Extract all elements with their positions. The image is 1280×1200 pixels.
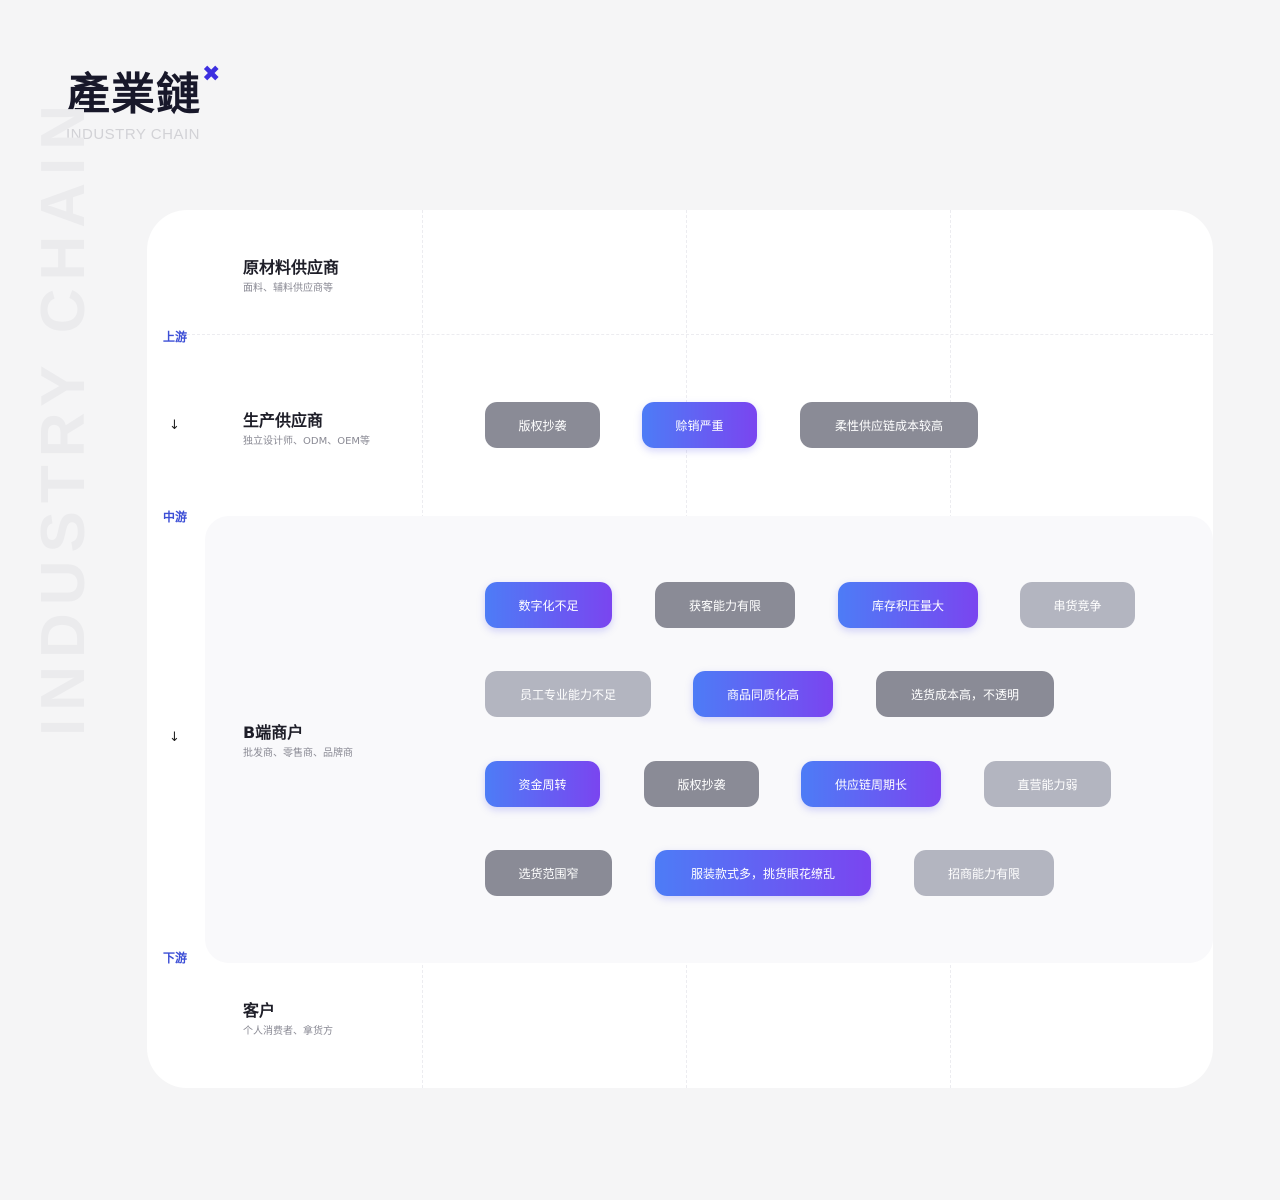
pain-point-tag: 赊销严重 [642,402,757,448]
pain-point-tag: 服装款式多，挑货眼花缭乱 [655,850,871,896]
row-subtitle-production: 独立设计师、ODM、OEM等 [243,436,371,447]
pain-point-tag: 柔性供应链成本较高 [800,402,978,448]
stage-upstream: 上游 [163,330,188,344]
row-title-b2b: B端商户 [243,723,304,742]
stage-midstream: 中游 [163,510,188,524]
row-title-customer: 客户 [243,1001,276,1020]
page-subtitle: INDUSTRY CHAIN [66,126,200,143]
pain-point-tag: 选货范围窄 [485,850,612,896]
pain-point-tag: 资金周转 [485,761,600,807]
pain-point-tag: 招商能力有限 [914,850,1054,896]
pain-point-tag: 直营能力弱 [984,761,1111,807]
upstream-divider [187,334,1213,335]
stage-downstream: 下游 [163,951,188,965]
pain-point-tag: 员工专业能力不足 [485,671,651,717]
row-subtitle-customer: 个人消费者、拿货方 [243,1026,333,1037]
pain-point-tag: 商品同质化高 [693,671,833,717]
background-watermark: INDUSTRY CHAIN [29,96,98,736]
down-arrow-icon: ↓ [169,730,180,745]
page-title: 產業鏈 [66,69,201,120]
pain-point-tag: 版权抄袭 [644,761,759,807]
pain-point-tag: 库存积压量大 [838,582,978,628]
pain-point-tag: 数字化不足 [485,582,612,628]
row-title-raw-material: 原材料供应商 [243,258,340,277]
close-icon: ✖ [202,62,221,87]
row-subtitle-b2b: 批发商、零售商、品牌商 [243,748,353,759]
pain-point-tag: 串货竞争 [1020,582,1135,628]
pain-point-tag: 选货成本高，不透明 [876,671,1054,717]
pain-point-tag: 版权抄袭 [485,402,600,448]
row-title-production: 生产供应商 [243,411,324,430]
down-arrow-icon: ↓ [169,418,180,433]
pain-point-tag: 供应链周期长 [801,761,941,807]
row-subtitle-raw-material: 面料、辅料供应商等 [243,283,333,294]
pain-point-tag: 获客能力有限 [655,582,795,628]
industry-chain-card: 上游 ↓ 中游 ↓ 下游 原材料供应商 面料、辅料供应商等 生产供应商 独立设计… [147,210,1213,1088]
